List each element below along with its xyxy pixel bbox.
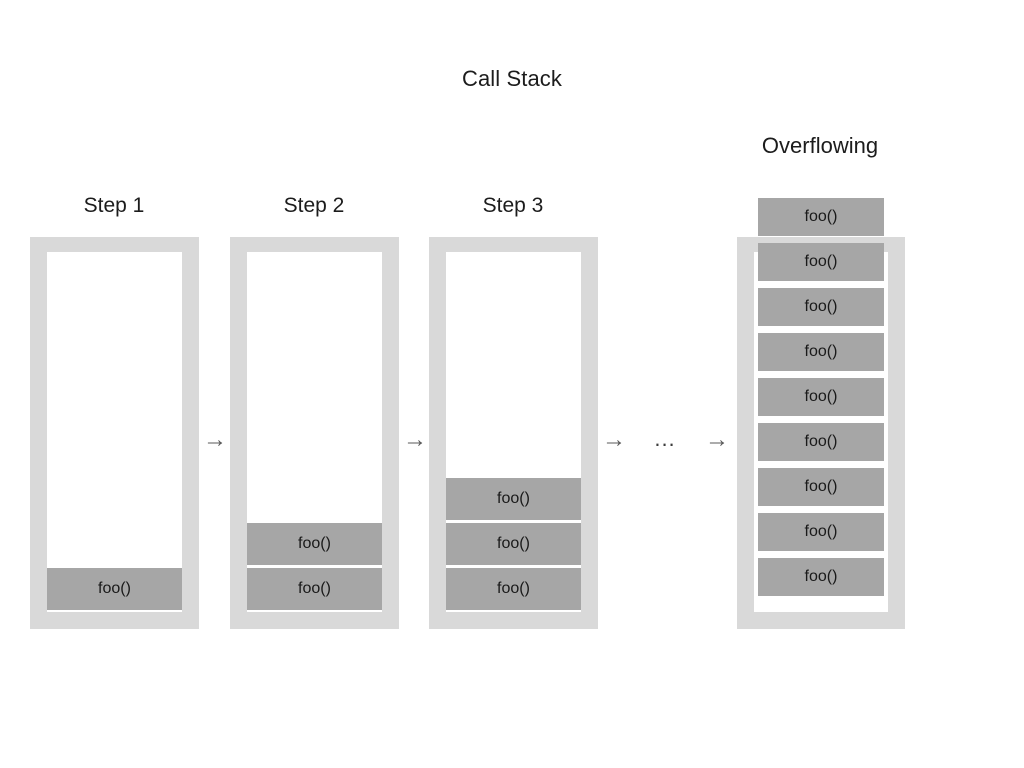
ellipsis-indicator: ... bbox=[654, 426, 676, 451]
stack-frame: foo() bbox=[758, 468, 884, 506]
page-title: Call Stack bbox=[461, 66, 563, 91]
overflowing-title: Overflowing bbox=[761, 133, 879, 158]
step-1-label: Step 1 bbox=[83, 194, 145, 217]
stack-step-2-inner: foo() foo() bbox=[247, 252, 382, 612]
step-2-label: Step 2 bbox=[283, 194, 345, 217]
stack-frame: foo() bbox=[758, 558, 884, 596]
arrow-right-icon: → bbox=[705, 426, 729, 453]
stack-frame: foo() bbox=[758, 243, 884, 281]
stack-frame: foo() bbox=[446, 478, 581, 520]
stack-step-3-inner: foo() foo() foo() bbox=[446, 252, 581, 612]
stack-overflowing-frames: foo() foo() foo() foo() foo() foo() foo(… bbox=[758, 198, 884, 596]
arrow-right-icon: → bbox=[203, 426, 227, 453]
arrow-right-icon: → bbox=[602, 426, 626, 453]
stack-frame: foo() bbox=[446, 523, 581, 565]
stack-step-3: foo() foo() foo() bbox=[429, 237, 598, 629]
stack-step-2: foo() foo() bbox=[230, 237, 399, 629]
stack-frame: foo() bbox=[247, 568, 382, 610]
stack-frame: foo() bbox=[758, 288, 884, 326]
stack-frame: foo() bbox=[758, 378, 884, 416]
stack-frame: foo() bbox=[758, 198, 884, 236]
stack-step-1: foo() bbox=[30, 237, 199, 629]
step-3-label: Step 3 bbox=[482, 194, 544, 217]
stack-step-1-inner: foo() bbox=[47, 252, 182, 612]
stack-frame: foo() bbox=[446, 568, 581, 610]
stack-frame: foo() bbox=[758, 333, 884, 371]
stack-frame: foo() bbox=[47, 568, 182, 610]
stack-frame: foo() bbox=[758, 423, 884, 461]
stack-frame: foo() bbox=[758, 513, 884, 551]
stack-frame: foo() bbox=[247, 523, 382, 565]
arrow-right-icon: → bbox=[403, 426, 427, 453]
